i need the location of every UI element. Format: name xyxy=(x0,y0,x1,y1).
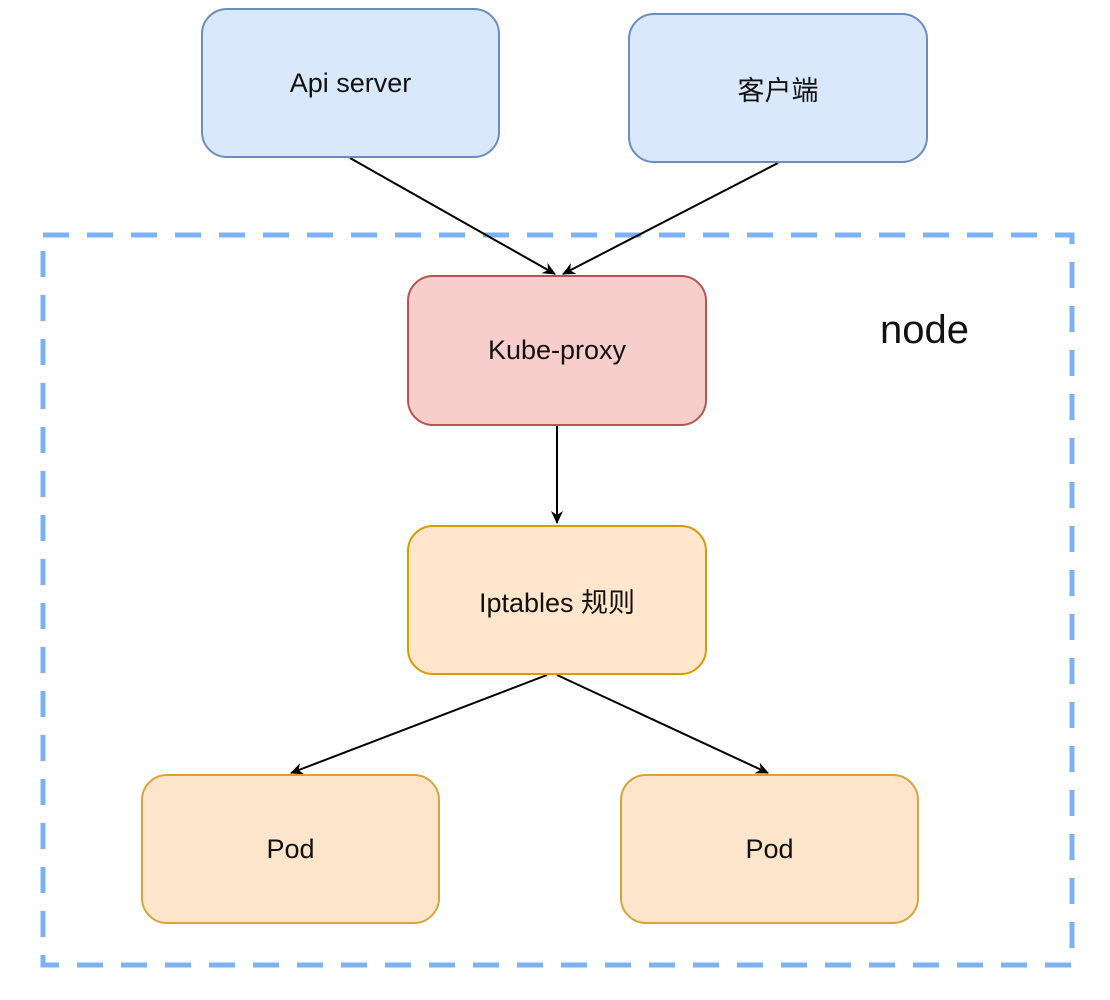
client-label: 客户端 xyxy=(737,75,819,106)
kube-proxy-node: Kube-proxy xyxy=(407,275,707,426)
node-container-label: node xyxy=(880,308,969,352)
edge-iptables-to-pod-right xyxy=(556,674,769,774)
client-node: 客户端 xyxy=(628,13,928,163)
pod-left-label: Pod xyxy=(266,833,315,864)
pod-right-label: Pod xyxy=(745,833,794,864)
edge-api-server-to-kube-proxy xyxy=(349,157,556,275)
pod-node-right: Pod xyxy=(620,774,919,924)
edge-client-to-kube-proxy xyxy=(562,162,779,275)
edge-iptables-to-pod-left xyxy=(290,674,548,775)
iptables-rules-label: Iptables 规则 xyxy=(478,587,636,618)
pod-node-left: Pod xyxy=(141,774,440,924)
kube-proxy-label: Kube-proxy xyxy=(487,335,627,365)
api-server-label: Api server xyxy=(289,67,412,98)
api-server-node: Api server xyxy=(201,8,500,158)
iptables-rules-node: Iptables 规则 xyxy=(407,525,707,675)
